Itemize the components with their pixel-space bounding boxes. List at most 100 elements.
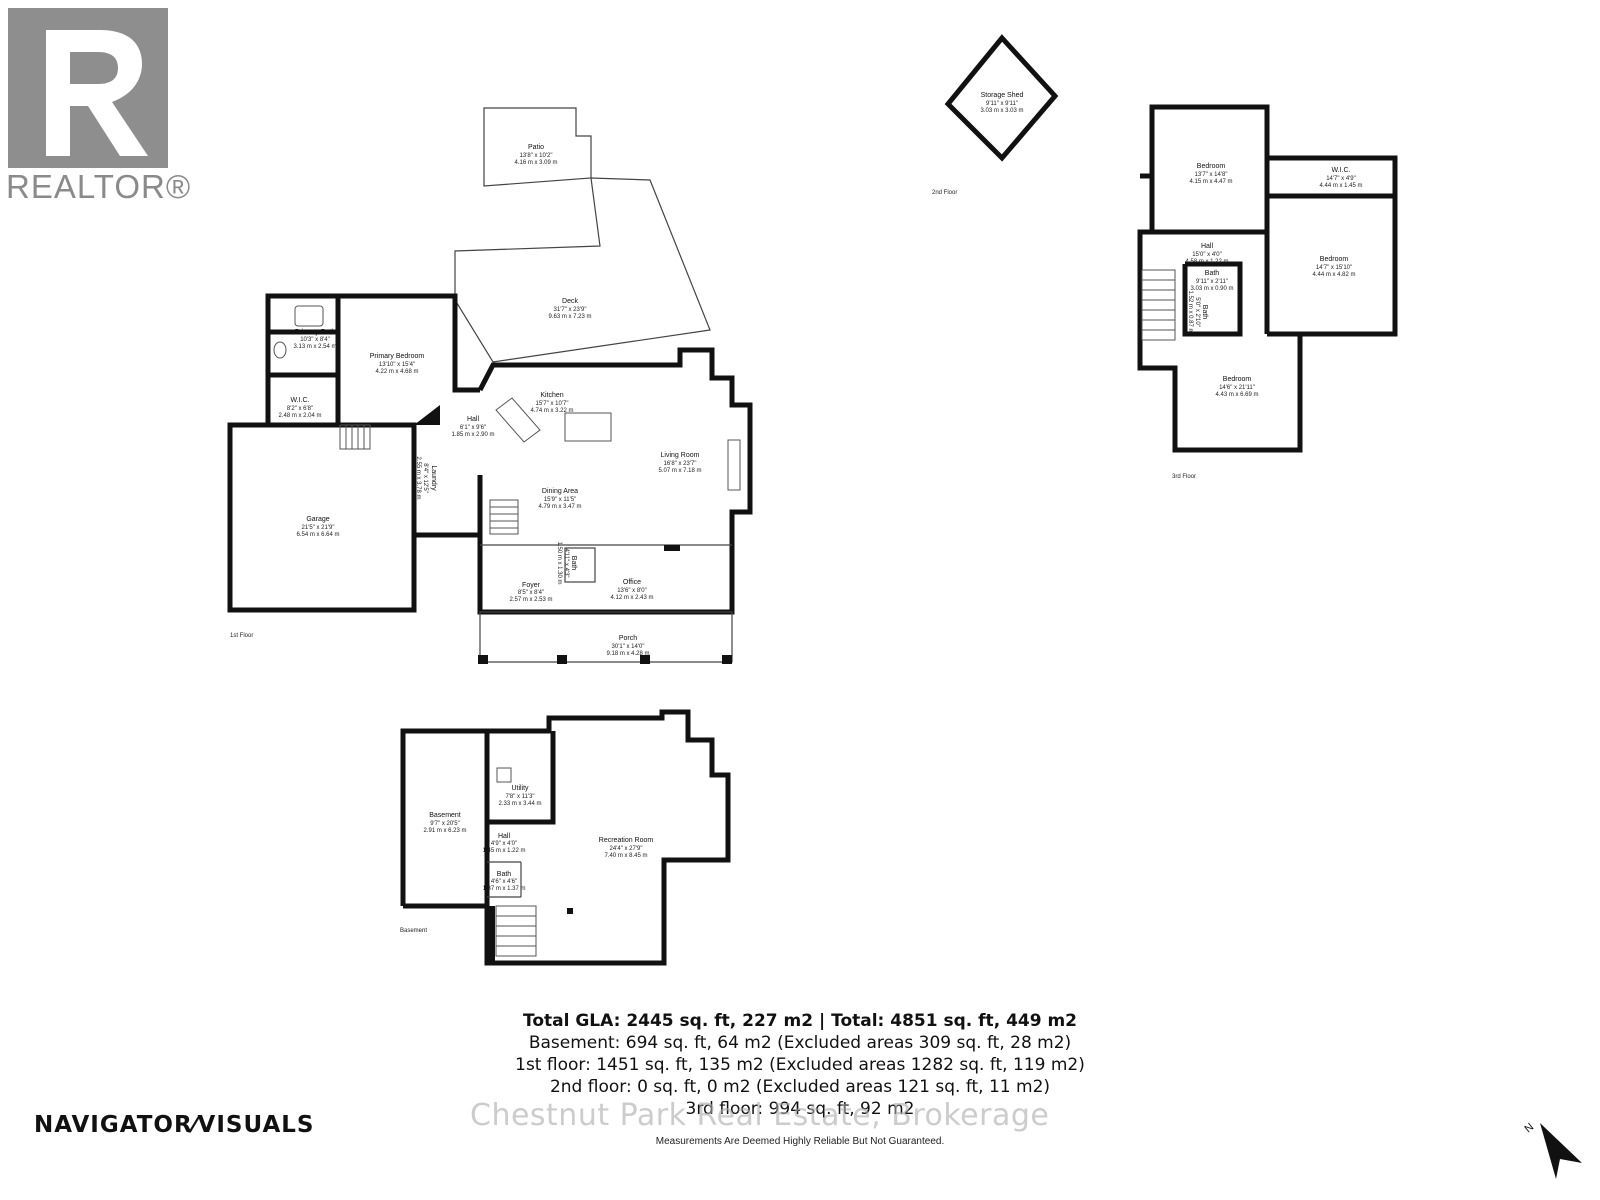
- svg-text:7'8" x 11'3": 7'8" x 11'3": [505, 794, 534, 800]
- svg-text:2.91 m x 6.23 m: 2.91 m x 6.23 m: [423, 828, 466, 834]
- brokerage-watermark: Chestnut Park Real Estate, Brokerage: [470, 1098, 1050, 1133]
- svg-text:30'1" x 14'0": 30'1" x 14'0": [612, 644, 645, 650]
- svg-text:4.12 m x 2.43 m: 4.12 m x 2.43 m: [610, 595, 653, 601]
- svg-text:8'2" x 6'8": 8'2" x 6'8": [287, 406, 313, 412]
- svg-text:6'1" x 9'6": 6'1" x 9'6": [460, 425, 486, 431]
- svg-text:16'8" x 23'7": 16'8" x 23'7": [664, 461, 697, 467]
- svg-text:9'11" x 2'11": 9'11" x 2'11": [1196, 279, 1228, 285]
- basement-room-name: Basement: [429, 812, 461, 819]
- svg-text:4'6" x 4'6": 4'6" x 4'6": [491, 879, 517, 885]
- svg-text:9'11" x 9'11": 9'11" x 9'11": [986, 101, 1018, 107]
- utility-name: Utility: [511, 785, 529, 792]
- wic-2-name: W.I.C.: [1331, 167, 1350, 174]
- laundry-name: Laundry: [430, 465, 437, 491]
- svg-text:1.50 m x 1.30 m: 1.50 m x 1.30 m: [556, 541, 562, 584]
- bedroom-b-name: Bedroom: [1320, 256, 1349, 263]
- svg-text:3.03 m x 0.90 m: 3.03 m x 0.90 m: [1190, 286, 1233, 292]
- foyer-name: Foyer: [522, 582, 541, 589]
- svg-text:15'9" x 11'5": 15'9" x 11'5": [544, 497, 576, 503]
- first-floor-label: 1st Floor: [230, 633, 253, 639]
- svg-text:1.45 m x 1.22 m: 1.45 m x 1.22 m: [482, 848, 525, 854]
- svg-text:14'6" x 21'11": 14'6" x 21'11": [1219, 385, 1255, 391]
- svg-text:2.55 m x 3.78 m: 2.55 m x 3.78 m: [415, 456, 421, 499]
- svg-text:4.58 m x 1.22 m: 4.58 m x 1.22 m: [1185, 259, 1228, 265]
- second-floor-area: 2nd floor: 0 sq. ft, 0 m2 (Excluded area…: [549, 1077, 1051, 1097]
- main-north-east-wall: [477, 347, 753, 545]
- area-summary: Total GLA: 2445 sq. ft, 227 m2 | Total: …: [440, 1010, 1160, 1120]
- svg-text:13'10" x 15'4": 13'10" x 15'4": [379, 362, 415, 368]
- third-floor-stairs: [1141, 269, 1176, 341]
- svg-text:4.74 m x 3.22 m: 4.74 m x 3.22 m: [530, 408, 573, 414]
- third-floor-area: 3rd floor: 994 sq. ft, 92 m2: [685, 1099, 915, 1119]
- svg-text:3.03 m x 3.03 m: 3.03 m x 3.03 m: [980, 108, 1023, 114]
- bath-name: Bath: [570, 556, 577, 571]
- basement-floor-label: Basement: [400, 928, 427, 934]
- storage-shed-walls: [944, 34, 1059, 162]
- svg-text:5'0" x 2'10": 5'0" x 2'10": [1194, 297, 1200, 327]
- svg-text:21'5" x 21'9": 21'5" x 21'9": [302, 525, 335, 531]
- bath-3b-name: Bath: [1201, 305, 1208, 320]
- primary-bath-name: Primary Bath: [295, 329, 336, 336]
- north-arrow-icon: N: [1522, 1121, 1582, 1179]
- svg-text:1.37 m x 1.37 m: 1.37 m x 1.37 m: [482, 886, 525, 892]
- svg-text:15'0" x 4'0": 15'0" x 4'0": [1192, 252, 1222, 258]
- third-floor: Bedroom 13'7" x 14'8" 4.15 m x 4.47 m W.…: [1137, 104, 1398, 480]
- bedroom-c-name: Bedroom: [1223, 376, 1252, 383]
- deck-name: Deck: [562, 298, 578, 305]
- svg-text:14'7" x 15'10": 14'7" x 15'10": [1316, 265, 1352, 271]
- svg-text:13'6" x 8'0": 13'6" x 8'0": [617, 588, 647, 594]
- leaf-icon: ⁄: [192, 1112, 198, 1138]
- svg-text:1.52 m x 0.87 m: 1.52 m x 0.87 m: [1187, 290, 1193, 333]
- svg-text:2.48 m x 2.04 m: 2.48 m x 2.04 m: [278, 413, 321, 419]
- svg-text:1.85 m x 2.90 m: 1.85 m x 2.90 m: [451, 432, 494, 438]
- navigator-word: NAVIGATOR: [34, 1112, 193, 1138]
- svg-text:15'7" x 10'7": 15'7" x 10'7": [536, 401, 569, 407]
- basement-bath-name: Bath: [497, 871, 512, 878]
- svg-text:4.15 m x 4.47 m: 4.15 m x 4.47 m: [1189, 179, 1232, 185]
- svg-text:4.43 m x 6.69 m: 4.43 m x 6.69 m: [1215, 392, 1258, 398]
- second-floor: Storage Shed 9'11" x 9'11" 3.03 m x 3.03…: [932, 34, 1059, 196]
- hall-name: Hall: [467, 416, 480, 423]
- svg-text:7.40 m x 8.45 m: 7.40 m x 8.45 m: [604, 853, 647, 859]
- realtor-logo: [8, 8, 168, 168]
- third-floor-label: 3rd Floor: [1172, 474, 1196, 480]
- svg-text:4.16 m x 3.09 m: 4.16 m x 3.09 m: [514, 160, 557, 166]
- second-floor-label: 2nd Floor: [932, 190, 957, 196]
- porch-name: Porch: [619, 635, 637, 642]
- svg-text:14'7" x 4'9": 14'7" x 4'9": [1326, 176, 1356, 182]
- svg-text:8'5" x 8'4": 8'5" x 8'4": [518, 590, 544, 596]
- basement-area: Basement: 694 sq. ft, 64 m2 (Excluded ar…: [528, 1033, 1072, 1053]
- svg-text:4.22 m x 4.68 m: 4.22 m x 4.68 m: [375, 369, 418, 375]
- svg-text:31'7" x 23'9": 31'7" x 23'9": [554, 307, 587, 313]
- primary-bedroom-name: Primary Bedroom: [370, 353, 425, 360]
- svg-text:13'8" x 10'2": 13'8" x 10'2": [520, 153, 553, 159]
- garage-name: Garage: [306, 516, 329, 523]
- toilet: [273, 341, 287, 359]
- bath-3-name: Bath: [1205, 270, 1220, 277]
- living-room-name: Living Room: [661, 452, 700, 459]
- office-name: Office: [623, 579, 641, 586]
- basement-stairs: [495, 905, 537, 957]
- svg-text:2.33 m x 3.44 m: 2.33 m x 3.44 m: [498, 801, 541, 807]
- svg-text:4.44 m x 1.45 m: 4.44 m x 1.45 m: [1319, 183, 1362, 189]
- first-floor: Patio 13'8" x 10'2" 4.16 m x 3.09 m Deck…: [227, 107, 753, 664]
- svg-text:4.79 m x 3.47 m: 4.79 m x 3.47 m: [538, 504, 581, 510]
- svg-text:9.63 m x 7.23 m: 9.63 m x 7.23 m: [548, 314, 591, 320]
- navigator-visuals-logo: NAVIGATOR⁄VISUALS: [34, 1112, 314, 1138]
- recreation-room-name: Recreation Room: [599, 837, 654, 844]
- deck-outline: [454, 177, 711, 363]
- kitchen-island: [564, 412, 612, 442]
- garage-stairs: [339, 424, 371, 450]
- svg-text:24'4" x 27'9": 24'4" x 27'9": [610, 846, 643, 852]
- svg-text:4'9" x 4'0": 4'9" x 4'0": [491, 841, 517, 847]
- svg-text:13'7" x 14'8": 13'7" x 14'8": [1195, 172, 1228, 178]
- realtor-wordmark: REALTOR®: [6, 168, 192, 205]
- svg-text:9.18 m x 4.28 m: 9.18 m x 4.28 m: [606, 651, 649, 657]
- svg-text:4.44 m x 4.82 m: 4.44 m x 4.82 m: [1312, 272, 1355, 278]
- svg-text:4'11" x 4'3": 4'11" x 4'3": [563, 548, 569, 577]
- svg-text:2.57 m x 2.53 m: 2.57 m x 2.53 m: [509, 597, 552, 603]
- basement-walls: [400, 709, 731, 966]
- first-floor-area: 1st floor: 1451 sq. ft, 135 m2 (Excluded…: [515, 1055, 1085, 1075]
- bedroom-wing-walls: [265, 293, 480, 425]
